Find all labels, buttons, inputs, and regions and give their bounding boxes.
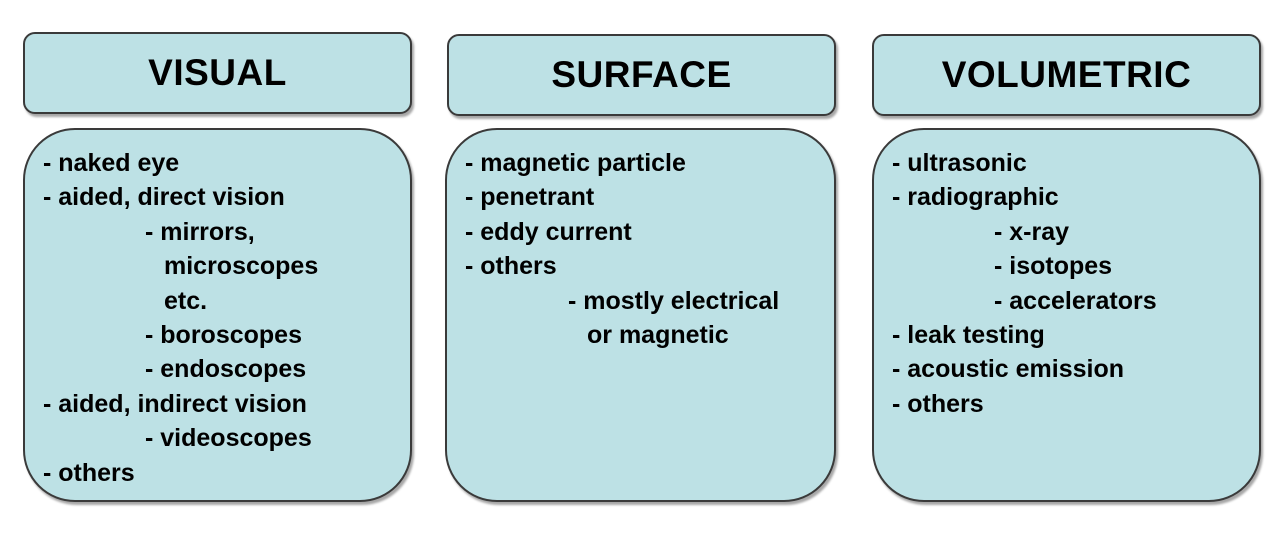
volumetric-item: - radiographic [892,183,1059,212]
surface-subitem: - mostly electrical [568,286,780,315]
surface-panel: - magnetic particle - penetrant - eddy c… [445,128,836,502]
visual-item: - naked eye [43,149,180,177]
volumetric-subitem: - x-ray [994,217,1070,246]
surface-title: SURFACE [551,54,732,95]
visual-item: - others [43,458,135,487]
volumetric-item: - acoustic emission [892,355,1125,384]
volumetric-subitem: - isotopes [994,252,1113,281]
visual-item: - aided, direct vision [43,183,285,212]
surface-subitem-continuation: or magnetic [587,321,729,350]
visual-title: VISUAL [148,52,287,93]
volumetric-item: - leak testing [892,321,1045,350]
visual-subitem: - boroscopes [145,321,302,350]
visual-subitem-continuation: microscopes [164,252,319,281]
surface-header: SURFACE [447,34,836,116]
volumetric-title: VOLUMETRIC [941,54,1192,95]
surface-item: - others [465,252,557,281]
visual-subitem: - videoscopes [145,424,312,453]
surface-item: - magnetic particle [465,149,686,177]
visual-panel: - naked eye - aided, direct vision - mir… [23,128,412,502]
visual-subitem: - mirrors, [145,217,255,246]
volumetric-subitem: - accelerators [994,286,1157,315]
surface-item: - eddy current [465,217,632,246]
visual-subitem-continuation: etc. [164,286,208,315]
volumetric-header: VOLUMETRIC [872,34,1261,116]
visual-item: - aided, indirect vision [43,389,307,418]
visual-header: VISUAL [23,32,412,114]
volumetric-panel: - ultrasonic - radiographic - x-ray - is… [872,128,1261,502]
visual-subitem: - endoscopes [145,355,307,384]
volumetric-item: - others [892,389,984,418]
surface-item: - penetrant [465,183,595,212]
volumetric-item: - ultrasonic [892,149,1027,177]
